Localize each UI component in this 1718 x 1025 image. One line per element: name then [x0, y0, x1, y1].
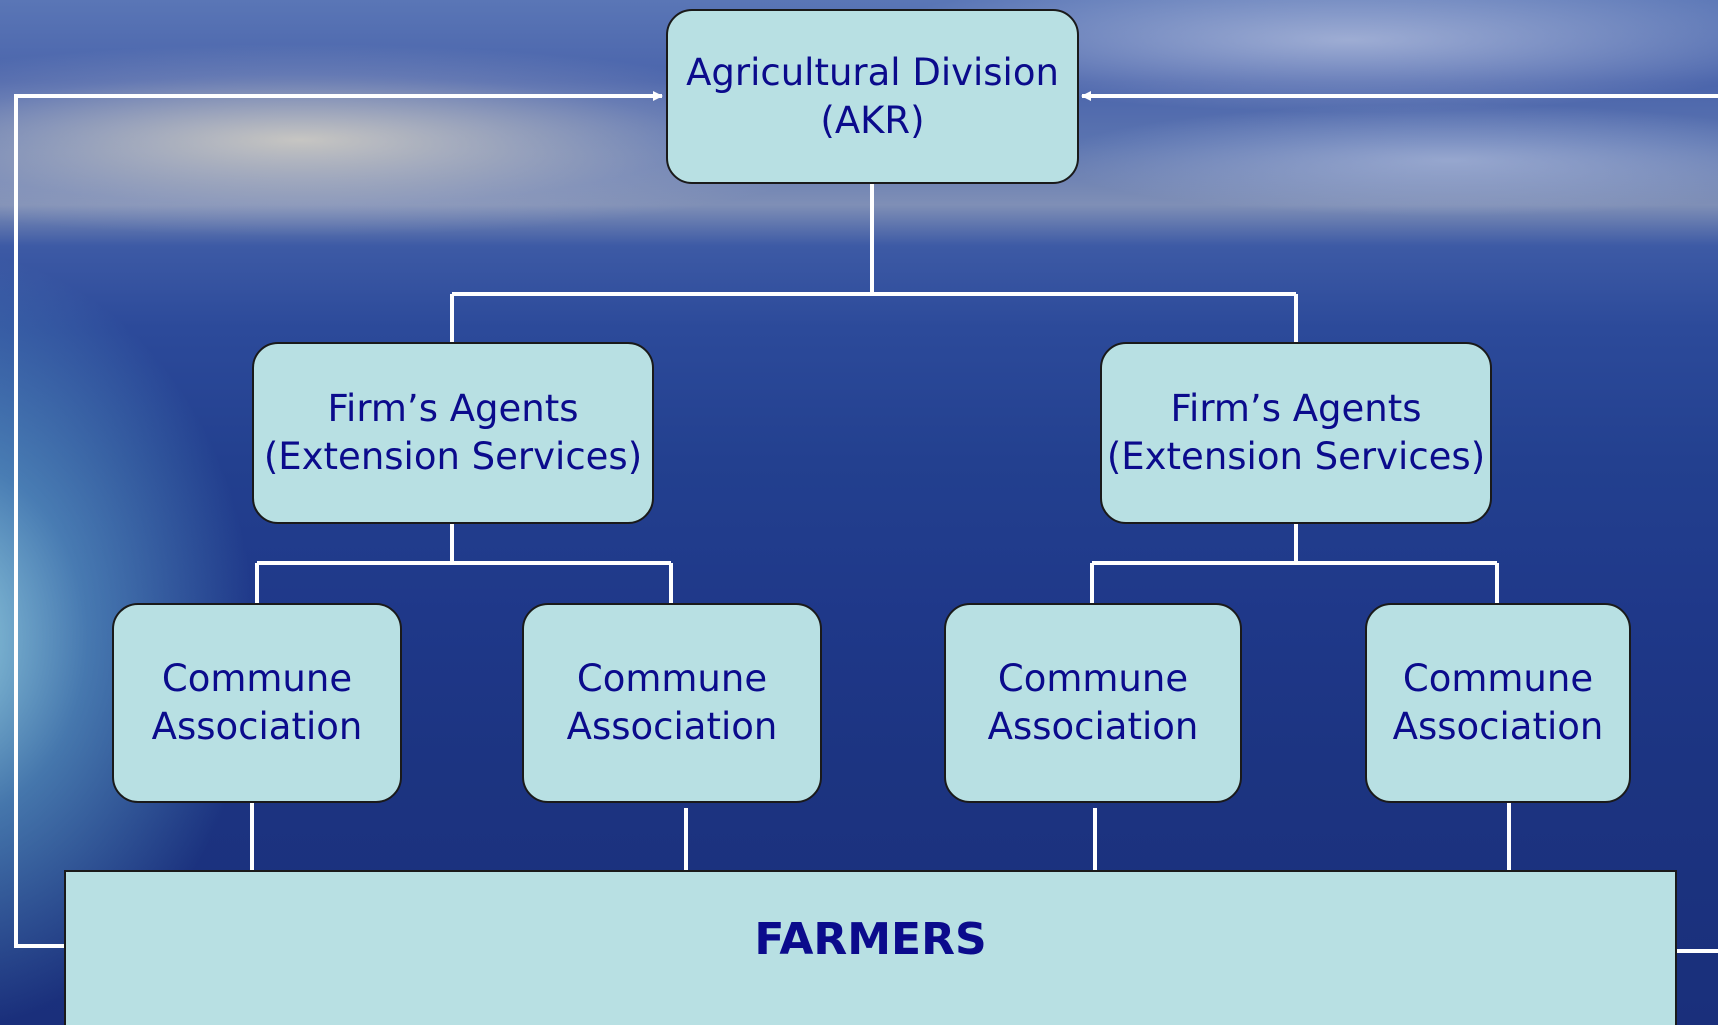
connector-agent-left-to-communes: [255, 524, 673, 603]
node-label-line2: (AKR): [820, 98, 925, 142]
agricultural-division-node: Agricultural Division (AKR): [666, 9, 1079, 184]
node-label-line1: Commune: [1402, 657, 1594, 700]
node-label-line1: Commune: [161, 657, 353, 700]
node-label-line2: (Extension Services): [1106, 435, 1486, 478]
commune-association-node-2: Commune Association: [522, 603, 822, 803]
node-label-line1: Firm’s Agents: [1170, 387, 1422, 430]
commune-association-node-4: Commune Association: [1365, 603, 1631, 803]
firm-agents-node-right: Firm’s Agents (Extension Services): [1100, 342, 1492, 524]
firm-agents-node-left: Firm’s Agents (Extension Services): [252, 342, 654, 524]
node-label-line2: (Extension Services): [263, 435, 643, 478]
node-label-line1: Commune: [997, 657, 1189, 700]
node-label-line1: Firm’s Agents: [327, 387, 579, 430]
commune-association-node-1: Commune Association: [112, 603, 402, 803]
commune-association-node-3: Commune Association: [944, 603, 1242, 803]
node-label-line2: Association: [1392, 705, 1604, 748]
node-label-line1: Agricultural Division: [686, 50, 1059, 94]
connector-agent-right-to-communes: [1090, 524, 1499, 603]
farmers-box: FARMERS: [64, 870, 1677, 1025]
node-label-line1: Commune: [576, 657, 768, 700]
node-label-line2: Association: [151, 705, 363, 748]
node-label-line2: Association: [987, 705, 1199, 748]
feedback-arrow-right: [1082, 96, 1718, 953]
node-label-line2: Association: [566, 705, 778, 748]
farmers-label: FARMERS: [754, 914, 987, 965]
connector-communes-to-farmers: [250, 803, 1511, 870]
feedback-arrow-left: [14, 91, 663, 948]
connector-top-to-agents: [450, 184, 1298, 342]
